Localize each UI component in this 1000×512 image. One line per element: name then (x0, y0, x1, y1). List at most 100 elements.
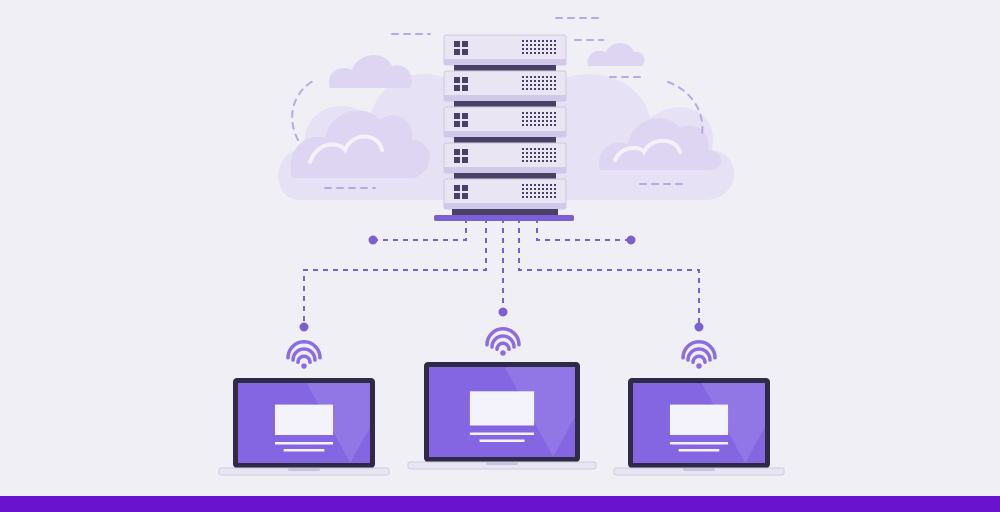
server-vent-dot (546, 188, 548, 190)
server-vent-dot (534, 52, 536, 54)
laptop-hinge-notch (683, 468, 715, 471)
server-button (462, 49, 468, 55)
server-vent-dot (538, 88, 540, 90)
server-vent-dot (542, 124, 544, 126)
server-vent-dot (522, 196, 524, 198)
cloud-highlight (308, 134, 384, 164)
server-vent-dot (522, 156, 524, 158)
server-vent-dot (542, 112, 544, 114)
server-foot (452, 209, 558, 215)
wifi-dot (500, 350, 506, 356)
server-button (462, 121, 468, 127)
server-vent-dot (550, 116, 552, 118)
server-vent-dot (538, 184, 540, 186)
wifi-dot (301, 363, 307, 369)
server-vent-dot (522, 120, 524, 122)
server-vent-dot (542, 192, 544, 194)
connector-endpoint-dot (498, 307, 508, 317)
server-vent-dot (530, 80, 532, 82)
server-vent-dot (546, 84, 548, 86)
server-button (454, 77, 460, 83)
cloud-icon (599, 118, 722, 170)
server-vent-dot (538, 156, 540, 158)
server-vent-dot (550, 192, 552, 194)
server-vent-dot (526, 160, 528, 162)
server-button (462, 149, 468, 155)
server-button (462, 77, 468, 83)
server-vent-dot (530, 120, 532, 122)
server-vent-dot (526, 184, 528, 186)
server-vent-dot (530, 196, 532, 198)
server-vent-dot (534, 88, 536, 90)
server-vent-dot (542, 84, 544, 86)
server-vent-dot (542, 40, 544, 42)
server-vent-dot (522, 48, 524, 50)
server-vent-dot (546, 196, 548, 198)
server-vent-dot (554, 160, 556, 162)
server-vent-dot (546, 124, 548, 126)
wifi-icon (485, 327, 521, 356)
server-vent-dot (546, 120, 548, 122)
server-vent-dot (550, 120, 552, 122)
server-vent-dot (550, 52, 552, 54)
server-button (462, 185, 468, 191)
server-vent-dot (554, 124, 556, 126)
wifi-arc (686, 347, 712, 362)
screen-window (274, 404, 334, 435)
bottom-accent-bar (0, 496, 1000, 512)
server-unit (443, 70, 567, 107)
server-vent-dot (534, 148, 536, 150)
server-vent-dot (538, 160, 540, 162)
server-vent-dot (550, 160, 552, 162)
connector-endpoint-dot (299, 322, 309, 332)
server-vent-dot (546, 80, 548, 82)
cloud-icon (290, 110, 430, 178)
server-vent-dot (522, 192, 524, 194)
server-vent-dot (550, 76, 552, 78)
wifi-arc (296, 354, 312, 365)
server-vent-dot (542, 116, 544, 118)
server-vent-dot (554, 192, 556, 194)
server-button (454, 157, 460, 163)
server-vent-dot (526, 88, 528, 90)
wifi-group (286, 327, 717, 369)
server-button (462, 85, 468, 91)
server-vent-dot (546, 48, 548, 50)
server-button (454, 49, 460, 55)
server-vent-dot (554, 76, 556, 78)
server-vent-dot (538, 76, 540, 78)
server-button (454, 193, 460, 199)
server-unit (443, 178, 567, 210)
server-vent-dot (542, 52, 544, 54)
server-unit-shade (444, 167, 566, 173)
server-vent-dot (526, 44, 528, 46)
server-vent-dot (534, 184, 536, 186)
server-vent-dot (522, 52, 524, 54)
server-vent-dot (534, 120, 536, 122)
server-vent-dot (522, 80, 524, 82)
server-vent-dot (526, 48, 528, 50)
screen-window (669, 404, 729, 435)
server-unit-gap (454, 65, 556, 71)
server-vent-dot (534, 124, 536, 126)
server-button (454, 121, 460, 127)
server-vent-dot (522, 84, 524, 86)
server-vent-dot (530, 112, 532, 114)
server-vent-dot (554, 48, 556, 50)
cloud-highlight (613, 138, 682, 162)
server-vent-dot (530, 192, 532, 194)
wifi-arc (286, 340, 322, 360)
server-vent-dot (530, 84, 532, 86)
server-vent-dot (542, 160, 544, 162)
wifi-arc (490, 334, 516, 349)
server-vent-dot (546, 44, 548, 46)
screen-text-line (274, 442, 334, 445)
server-vent-dot (530, 124, 532, 126)
server-vent-dot (550, 88, 552, 90)
server-vent-dot (538, 40, 540, 42)
wifi-arc (485, 327, 521, 347)
server-vent-dot (546, 76, 548, 78)
server-vent-dot (546, 112, 548, 114)
server-vent-dot (526, 156, 528, 158)
server-vent-dot (550, 152, 552, 154)
